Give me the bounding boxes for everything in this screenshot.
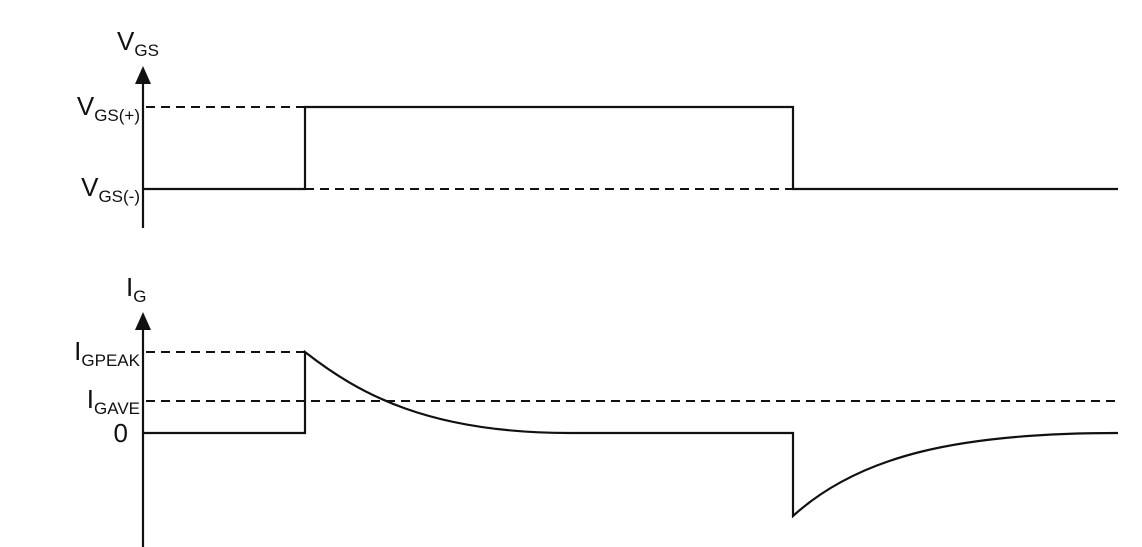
vgs-axis-label: VGS: [117, 26, 159, 60]
vgs-plus-label: VGS(+): [77, 91, 140, 125]
vgs-waveform: [143, 105, 1118, 191]
ig-peak-label: IGPEAK: [74, 336, 140, 370]
ig-average-label: IGAVE: [87, 384, 140, 418]
vgs-plot: VGS VGS(+) VGS(-): [77, 26, 1118, 228]
ig-waveform: [143, 349, 1119, 519]
ig-axis-label: IG: [126, 272, 146, 306]
ig-axis-arrow-icon: [135, 312, 151, 330]
ig-zero-label: 0: [114, 418, 128, 448]
ig-plot: IG IGPEAK IGAVE 0: [74, 272, 1119, 547]
vgs-minus-label: VGS(-): [81, 172, 140, 206]
vgs-axis-arrow-icon: [135, 66, 151, 84]
